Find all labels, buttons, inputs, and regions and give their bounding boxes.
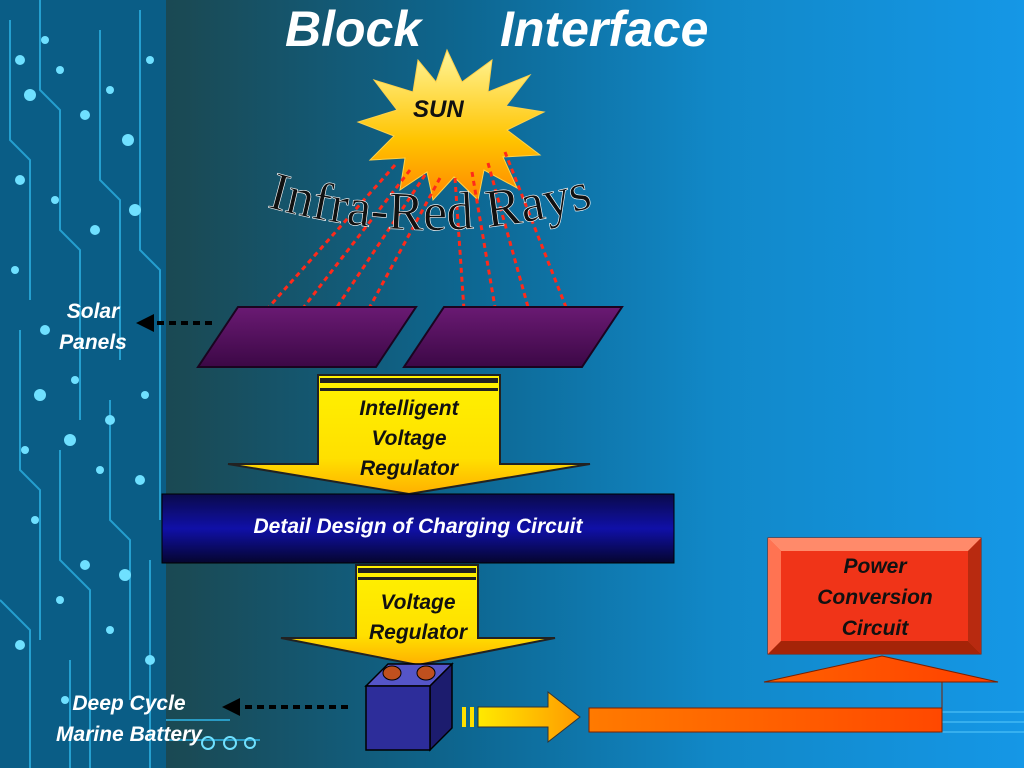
ivr-label-line3: Regulator xyxy=(359,457,458,480)
power-conversion-label-line1: Power xyxy=(843,555,907,578)
title-interface: Interface xyxy=(500,1,709,57)
vr-label-line2: Regulator xyxy=(368,621,467,644)
vr-bar-top xyxy=(358,568,476,573)
vr-label: Voltage Regulator xyxy=(356,588,480,648)
power-feed-arrow xyxy=(588,655,999,733)
infrared-rays-label: Infra-Red Rays xyxy=(263,160,596,242)
title-block: Block xyxy=(285,1,422,57)
solar-panels-label-line2: Panels xyxy=(59,331,127,354)
battery-pointer-head xyxy=(222,698,240,716)
solar-panel-left xyxy=(196,306,418,368)
infrared-rays xyxy=(251,151,575,326)
ivr-bar-bottom xyxy=(320,388,498,391)
solar-panels-label-line1: Solar xyxy=(66,300,120,323)
ivr-bar-top xyxy=(320,378,498,383)
solar-panel-pointer-head xyxy=(136,314,154,332)
voltage-regulator-arrow xyxy=(280,564,556,667)
power-conversion-label: Power Conversion Circuit xyxy=(782,551,968,644)
vr-label-line1: Voltage xyxy=(380,591,456,614)
power-conversion-label-line2: Conversion xyxy=(817,586,933,609)
banner-label: Detail Design of Charging Circuit xyxy=(253,515,583,538)
circuit-board-background xyxy=(0,0,260,768)
battery-label: Deep Cycle Marine Battery xyxy=(38,688,220,750)
battery-label-line1: Deep Cycle xyxy=(72,692,186,715)
vr-bar-bottom xyxy=(358,577,476,580)
ivr-label-line1: Intelligent xyxy=(359,397,459,420)
intelligent-voltage-regulator-arrow xyxy=(227,374,591,496)
charging-circuit-banner xyxy=(161,493,675,564)
battery-icon xyxy=(364,662,454,752)
sun-label: SUN xyxy=(413,96,464,123)
ivr-label-line2: Voltage xyxy=(371,427,447,450)
solar-panels-label: Solar Panels xyxy=(50,296,136,358)
power-conversion-box xyxy=(767,537,982,655)
battery-output-arrow xyxy=(462,690,581,744)
sun-star-shape xyxy=(356,48,546,202)
solar-panel-right xyxy=(402,306,624,368)
ivr-label: Intelligent Voltage Regulator xyxy=(330,394,488,484)
power-conversion-label-line3: Circuit xyxy=(841,617,909,640)
battery-label-line2: Marine Battery xyxy=(56,723,202,746)
bottom-trace-lines xyxy=(940,711,1024,733)
